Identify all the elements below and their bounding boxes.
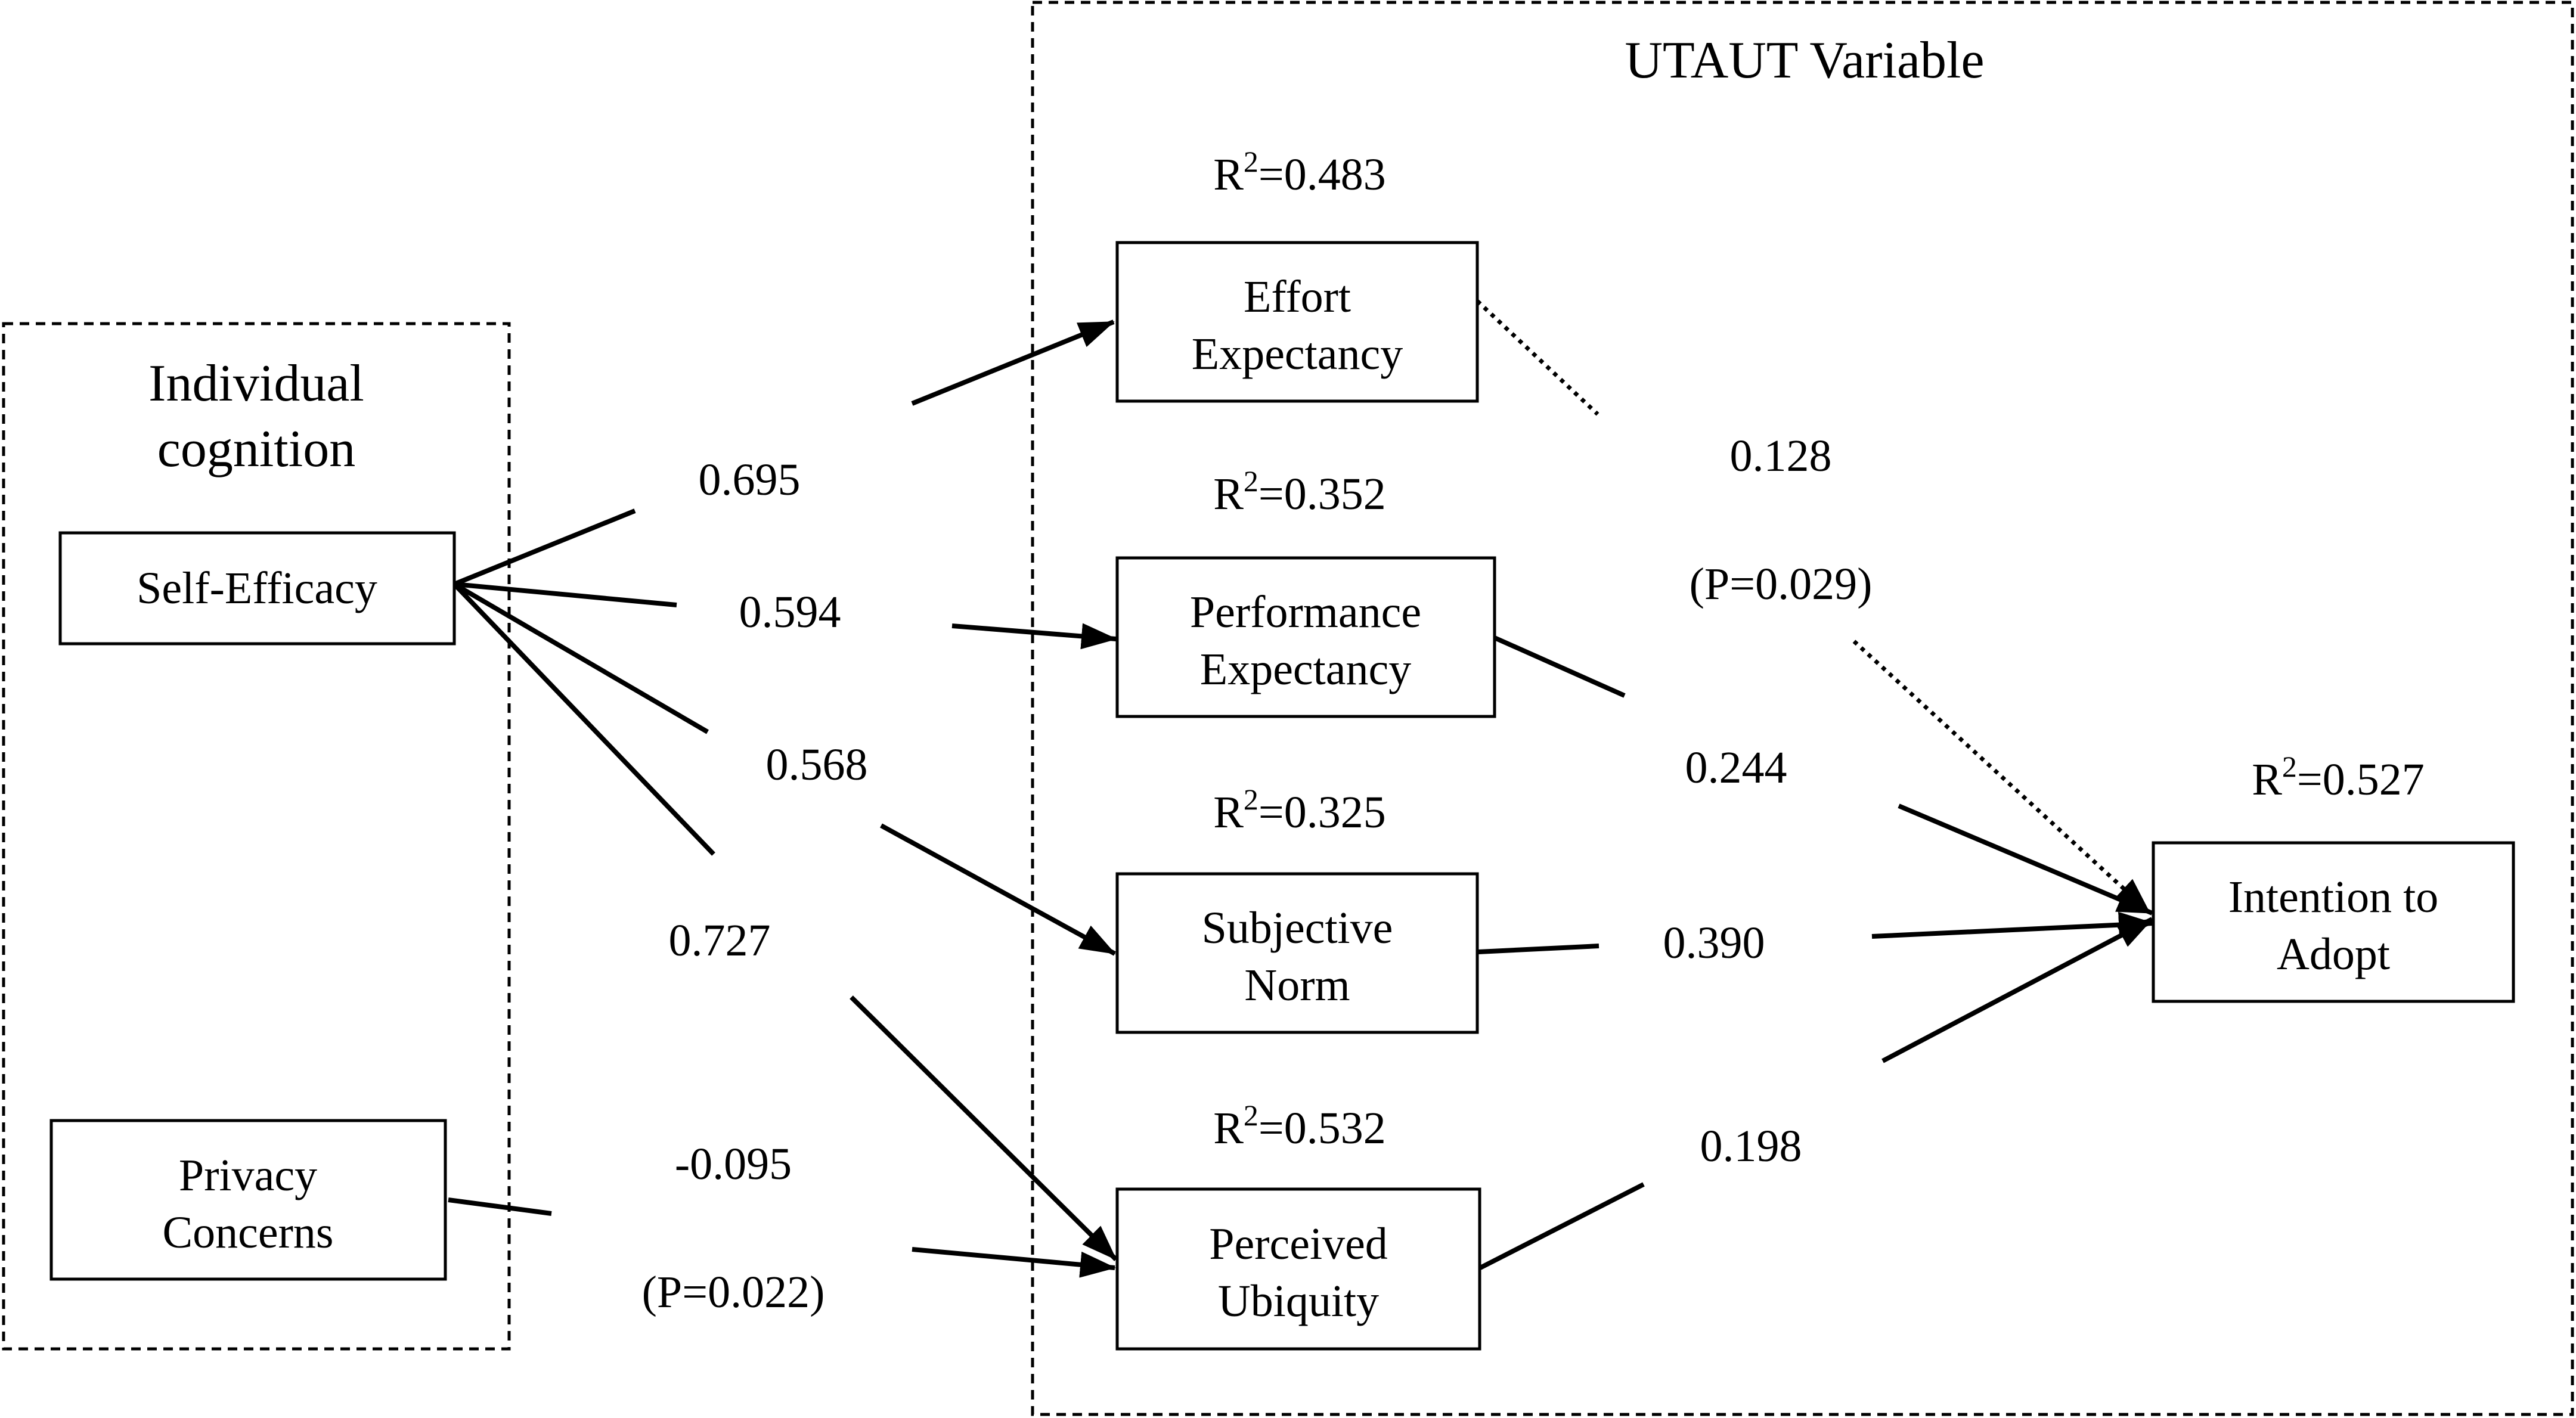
edge-self-efficacy-to-subjective-norm <box>452 582 1116 956</box>
subjective-norm-r2: R2=0.325 <box>1213 783 1386 837</box>
coef-se-sn: 0.568 <box>766 740 868 790</box>
privacy-concerns-label-line2: Concerns <box>162 1208 333 1258</box>
edge-privacy-concerns-to-perceived-ubiquity <box>448 1197 1116 1278</box>
performance-expectancy-label-line2: Expectancy <box>1200 644 1411 694</box>
individual-cognition-title-line2: cognition <box>157 420 355 478</box>
coef-se-ee: 0.695 <box>699 455 801 505</box>
effort-expectancy-label-line1: Effort <box>1244 272 1351 322</box>
self-efficacy-label: Self-Efficacy <box>137 563 377 613</box>
node-effort-expectancy: Effort Expectancy <box>1115 241 1479 403</box>
edge-perceived-ubiquity-to-intention <box>1479 917 2153 1270</box>
privacy-concerns-label-line1: Privacy <box>179 1150 317 1200</box>
individual-cognition-title-line1: Individual <box>148 355 364 412</box>
p-value-ee-ia: (P=0.029) <box>1690 559 1873 609</box>
coef-pc-pu: -0.095 <box>675 1139 792 1189</box>
coef-pu-ia: 0.198 <box>1700 1121 1802 1171</box>
edge-performance-expectancy-to-intention <box>1493 635 2153 916</box>
coef-ee-ia: 0.128 <box>1730 431 1832 481</box>
effort-expectancy-label-line2: Expectancy <box>1192 329 1403 379</box>
coef-se-pe: 0.594 <box>739 587 841 637</box>
subjective-norm-label-line2: Norm <box>1244 960 1350 1010</box>
subjective-norm-label-line1: Subjective <box>1202 903 1393 953</box>
performance-expectancy-label-line1: Performance <box>1190 587 1421 637</box>
coef-pe-ia: 0.244 <box>1685 743 1787 793</box>
coef-sn-ia: 0.390 <box>1663 918 1765 968</box>
perceived-ubiquity-label-line1: Perceived <box>1209 1219 1388 1269</box>
effort-expectancy-r2: R2=0.483 <box>1213 145 1386 200</box>
node-privacy-concerns: Privacy Concerns <box>49 1119 447 1281</box>
intention-to-adopt-label-line1: Intention to <box>2228 872 2439 922</box>
perceived-ubiquity-r2: R2=0.532 <box>1213 1099 1386 1153</box>
intention-to-adopt-r2: R2=0.527 <box>2252 750 2425 805</box>
individual-cognition-group <box>2 322 511 1351</box>
edge-self-efficacy-to-performance-expectancy <box>454 582 1117 650</box>
node-subjective-norm: Subjective Norm <box>1115 872 1479 1034</box>
node-perceived-ubiquity: Perceived Ubiquity <box>1115 1187 1481 1351</box>
coef-se-pu: 0.727 <box>669 916 771 966</box>
edge-self-efficacy-to-effort-expectancy <box>453 319 1115 587</box>
utaut-variable-group <box>1031 1 2574 1416</box>
node-self-efficacy: Self-Efficacy <box>58 531 456 646</box>
utaut-variable-title: UTAUT Variable <box>1625 32 1984 89</box>
node-performance-expectancy: Performance Expectancy <box>1115 556 1496 718</box>
node-intention-to-adopt: Intention to Adopt <box>2152 841 2515 1003</box>
performance-expectancy-r2: R2=0.352 <box>1213 464 1386 519</box>
edge-subjective-norm-to-intention <box>1478 911 2155 954</box>
edge-self-efficacy-to-perceived-ubiquity <box>452 582 1118 1261</box>
intention-to-adopt-label-line2: Adopt <box>2277 929 2390 979</box>
perceived-ubiquity-label-line2: Ubiquity <box>1218 1276 1379 1326</box>
p-value-pc-pu: (P=0.022) <box>642 1267 825 1317</box>
